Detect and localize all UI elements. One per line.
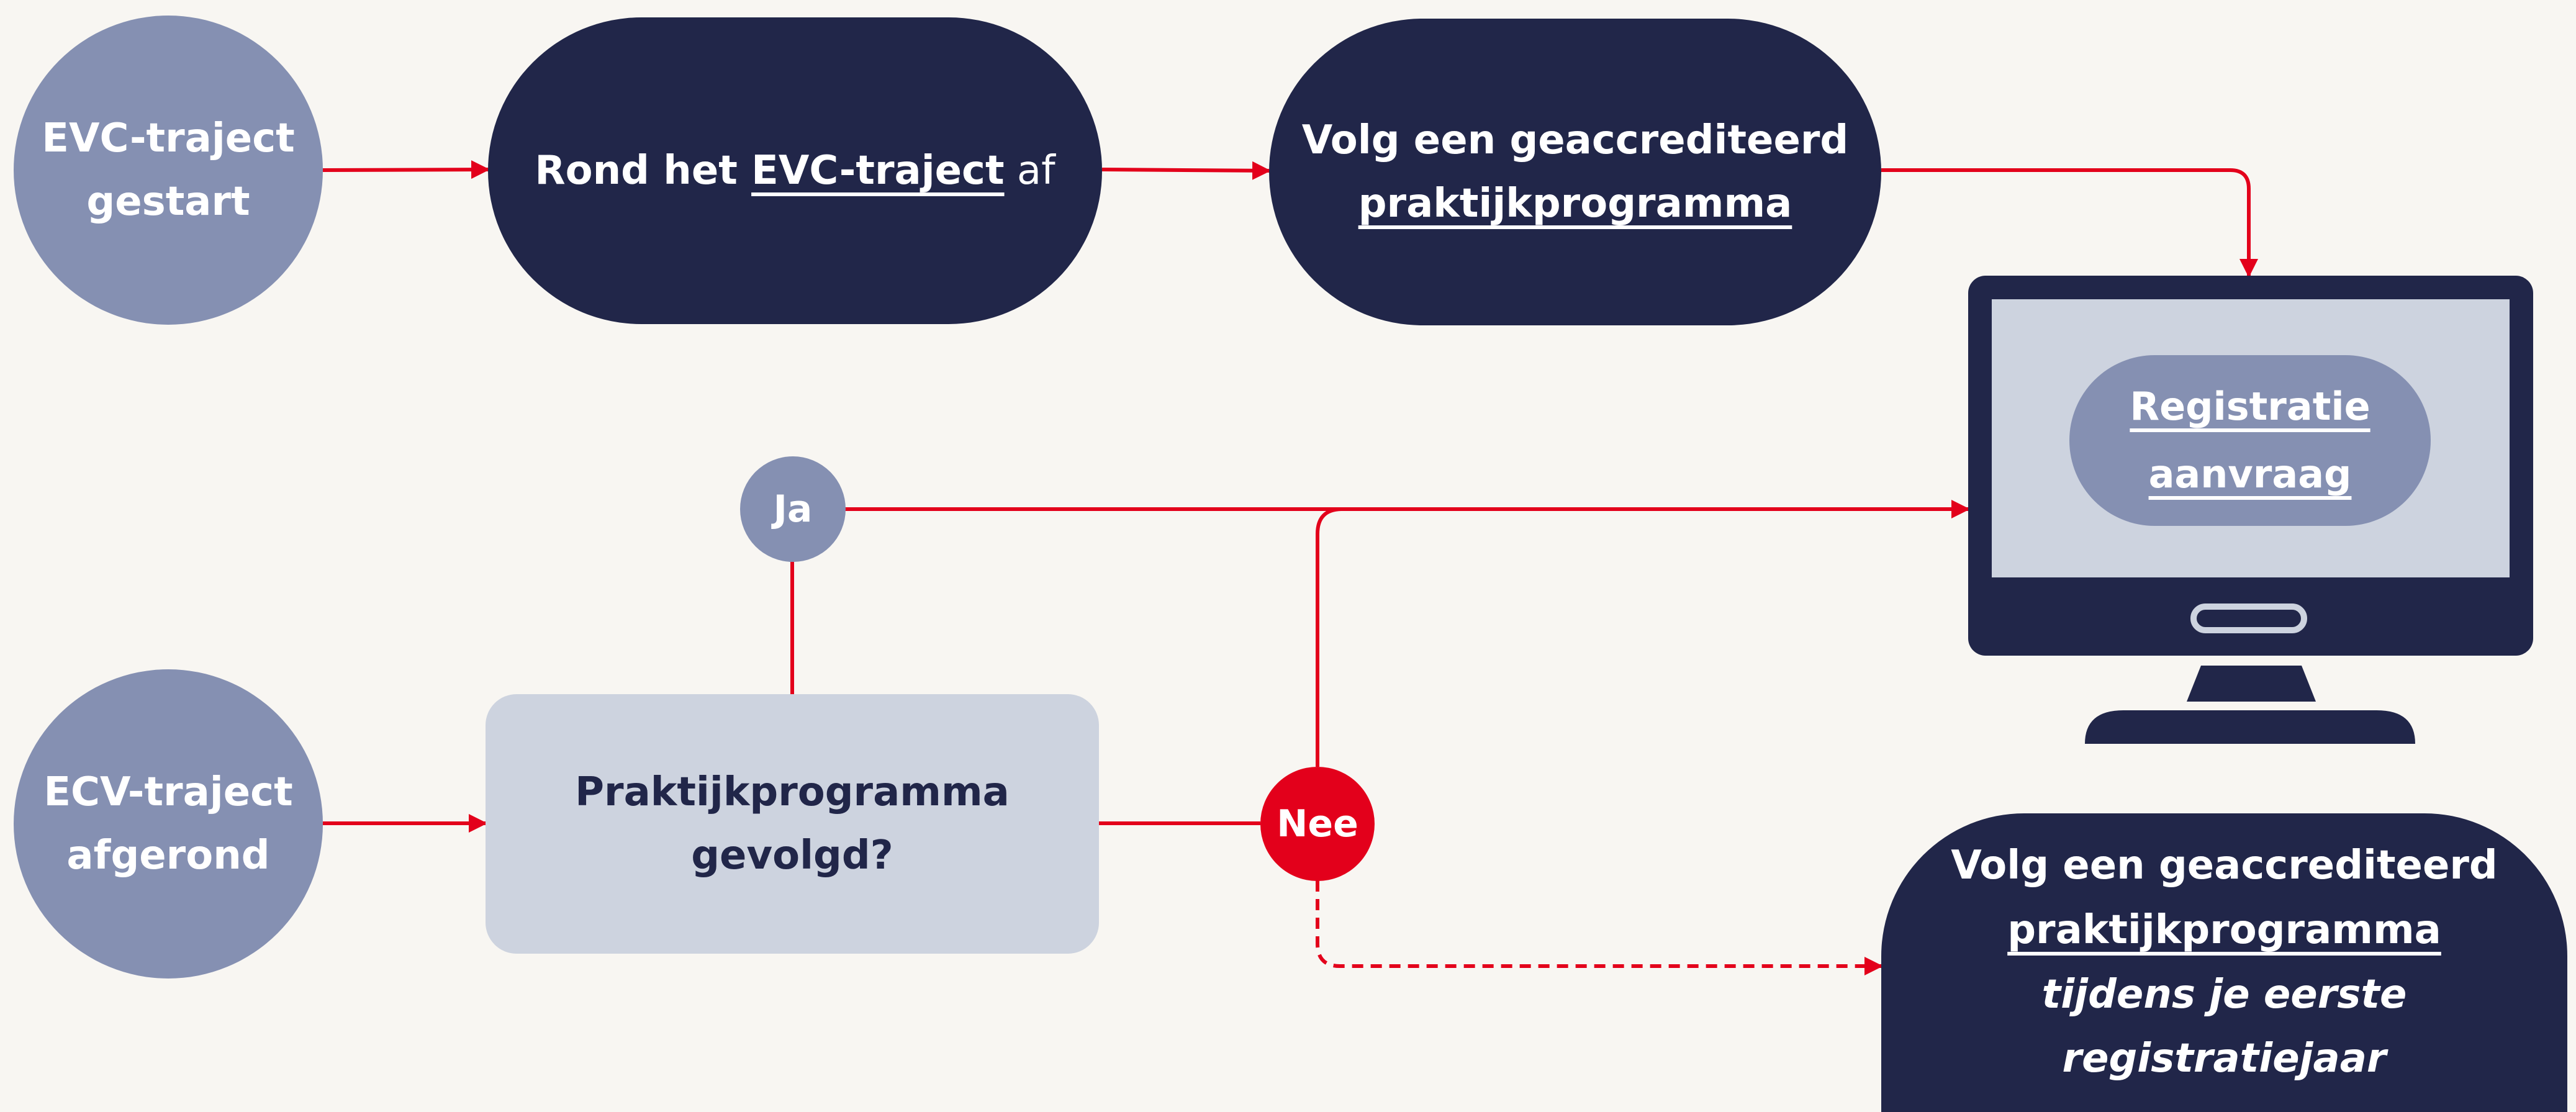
decision-line1: Praktijkprogramma <box>575 769 1010 815</box>
yes-label: Ja <box>773 487 813 531</box>
no-badge: Nee <box>1260 767 1375 881</box>
decision-line2: gevolgd? <box>691 833 893 879</box>
ecv-completed-line1: ECV-traject <box>43 769 293 815</box>
dashed-arrow-no-to-program <box>1316 880 1883 975</box>
evc-started-line1: EVC-traject <box>42 115 295 161</box>
complete-evc-suffix: af <box>1004 147 1055 194</box>
evc-started-line2: gestart <box>86 179 250 225</box>
yes-badge: Ja <box>740 456 846 562</box>
practice-program-link[interactable]: praktijkprogramma <box>1358 181 1792 227</box>
complete-evc-prefix: Rond het <box>535 147 752 194</box>
follow-program-first-year-node: Volg een geaccrediteerd praktijkprogramm… <box>1881 813 2567 1112</box>
follow-program-line1: Volg een geaccrediteerd <box>1301 117 1849 163</box>
ecv-completed-node: ECV-traject afgerond <box>14 669 323 979</box>
arrow-complete-to-program <box>1101 161 1271 180</box>
registration-request-node: Registratie aanvraag <box>2069 355 2431 526</box>
first-year-line3: tijdens je eerste registratiejaar <box>2041 971 2407 1082</box>
evc-started-node: EVC-traject gestart <box>14 16 323 325</box>
first-year-line1: Volg een geaccrediteerd <box>1951 843 2498 889</box>
ecv-completed-line2: afgerond <box>66 833 270 879</box>
arrow-program-to-computer <box>1881 168 2258 278</box>
complete-evc-node: Rond het EVC-traject af <box>488 17 1102 324</box>
registration-link-line2[interactable]: aanvraag <box>2148 451 2352 497</box>
first-year-program-link[interactable]: praktijkprogramma <box>2007 906 2441 953</box>
evc-trajectory-link[interactable]: EVC-traject <box>751 147 1005 194</box>
program-followed-decision: Praktijkprogramma gevolgd? <box>486 694 1099 954</box>
registration-link-line1[interactable]: Registratie <box>2130 384 2370 429</box>
line-no-to-yes-path <box>1316 507 1343 767</box>
no-label: Nee <box>1277 802 1358 846</box>
follow-program-node: Volg een geaccrediteerd praktijkprogramm… <box>1269 19 1881 325</box>
